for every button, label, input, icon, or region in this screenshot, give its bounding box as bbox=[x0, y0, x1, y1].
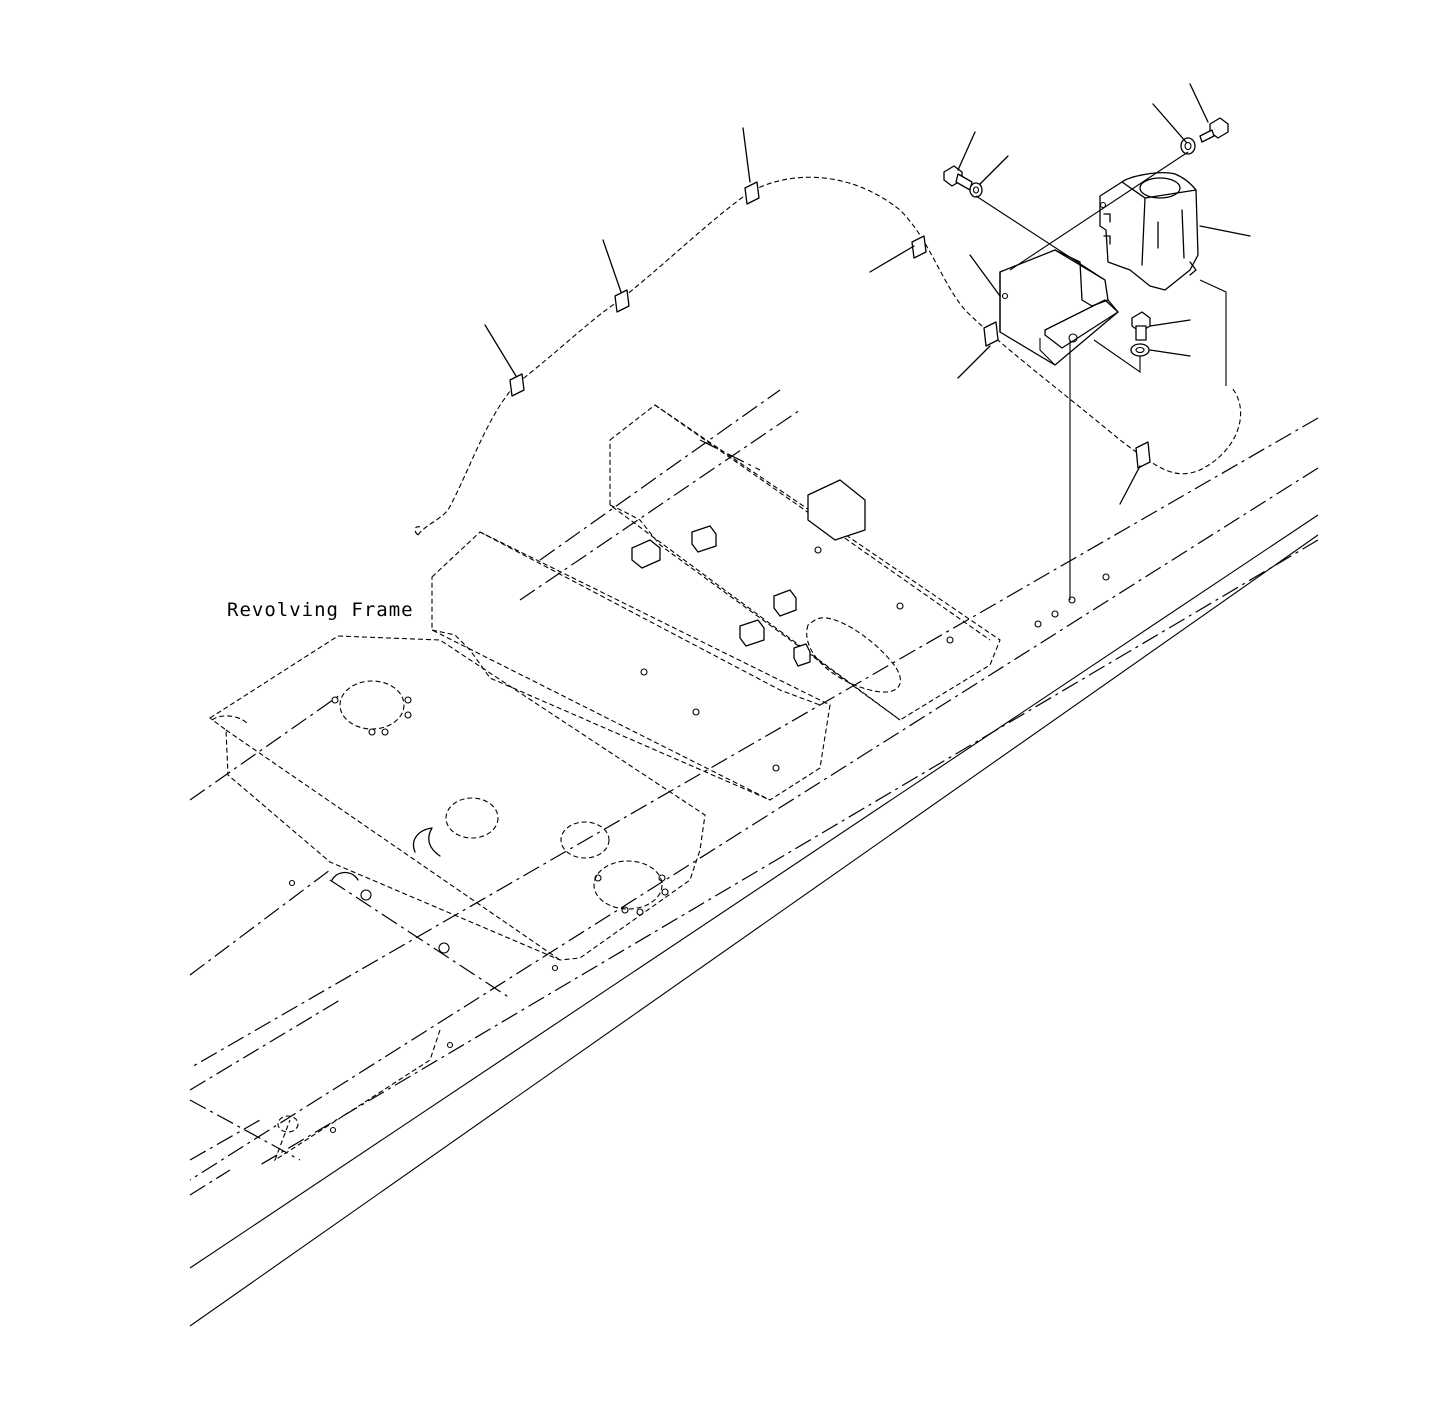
washer-3 bbox=[1130, 343, 1150, 357]
frame-rail-outer bbox=[189, 417, 1319, 1069]
deck-plate bbox=[209, 635, 706, 961]
leader-clip-5 bbox=[957, 345, 991, 379]
washer-1 bbox=[969, 182, 983, 198]
harness-clip-3 bbox=[744, 181, 760, 205]
frame-rail-inner-1 bbox=[189, 514, 1319, 1269]
bracket-plate bbox=[999, 249, 1119, 366]
mounting-bracket bbox=[999, 249, 1119, 366]
leader-clip-3 bbox=[742, 127, 751, 183]
leader-clip-2 bbox=[602, 239, 622, 293]
deck-hole-3 bbox=[560, 821, 610, 859]
harness-clip-1 bbox=[509, 373, 525, 397]
washer-2 bbox=[1180, 137, 1196, 155]
frame-rail-inner-3 bbox=[259, 539, 1319, 1166]
leader-lines bbox=[484, 83, 1251, 505]
leader-washer-3 bbox=[1149, 349, 1191, 357]
leader-clip-6 bbox=[1119, 465, 1141, 505]
revolving-frame bbox=[189, 389, 1319, 1327]
revolving-frame-label: Revolving Frame bbox=[227, 599, 414, 621]
cover-body bbox=[1099, 172, 1199, 291]
rear-cross-beam bbox=[609, 404, 1001, 721]
wiring-harness bbox=[414, 176, 1241, 536]
module-cover bbox=[1099, 172, 1199, 291]
leader-bolt-2 bbox=[1189, 83, 1209, 123]
leader-bracket bbox=[969, 254, 1001, 297]
deck-hole-4 bbox=[593, 860, 663, 910]
deck-hole-1 bbox=[339, 680, 405, 730]
leader-cover bbox=[1199, 225, 1251, 237]
fasteners bbox=[943, 117, 1229, 357]
leader-clip-4 bbox=[869, 245, 915, 273]
deck-hole-2 bbox=[445, 797, 499, 839]
harness-clip-6 bbox=[1135, 441, 1151, 469]
leader-washer-1 bbox=[979, 155, 1009, 185]
frame-rail-mid bbox=[189, 467, 1319, 1181]
harness-clip-4 bbox=[911, 235, 927, 259]
harness-clip-5 bbox=[983, 321, 999, 347]
assembly-lines bbox=[975, 151, 1227, 600]
front-cross-beam bbox=[431, 531, 831, 801]
leader-bolt-3 bbox=[1149, 319, 1191, 327]
harness-clip-2 bbox=[614, 289, 630, 313]
leader-bolt-1 bbox=[957, 131, 976, 171]
leader-washer-2 bbox=[1152, 103, 1187, 143]
frame-rail-inner-2 bbox=[189, 534, 1319, 1327]
leader-clip-1 bbox=[484, 324, 517, 377]
